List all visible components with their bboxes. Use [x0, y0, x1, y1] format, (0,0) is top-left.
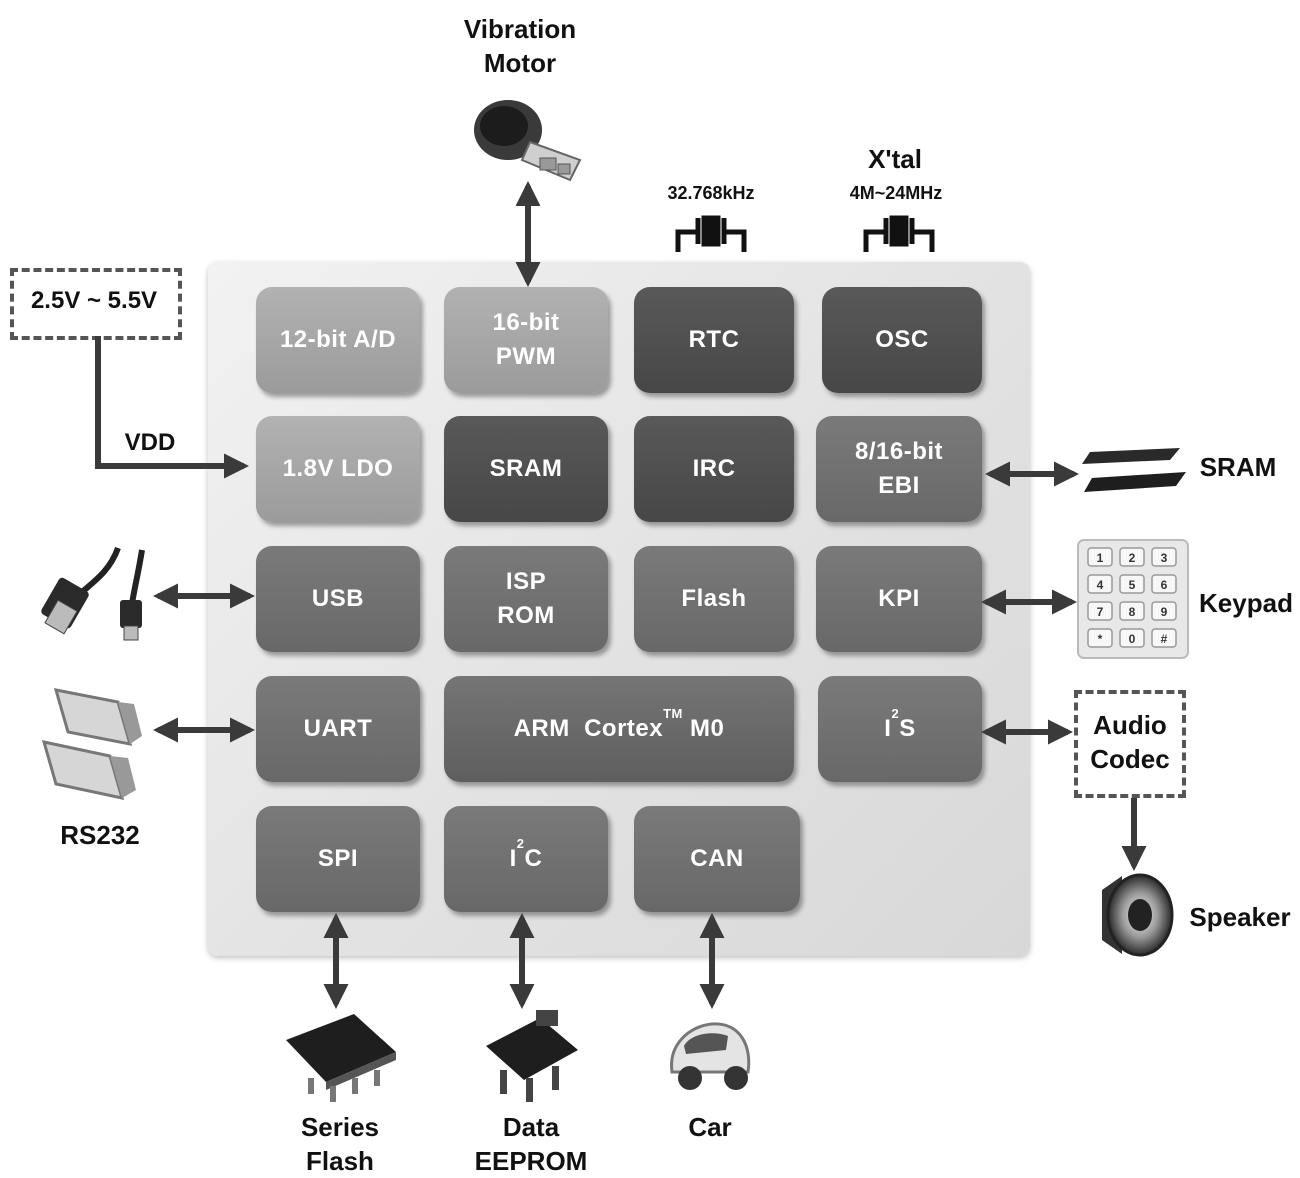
audio-codec-label-line2: Codec	[1090, 744, 1170, 774]
can-label: CAN	[690, 845, 744, 872]
keypad-key-label: 4	[1097, 578, 1104, 592]
vibration-motor-icon	[474, 100, 582, 182]
rtc-label: RTC	[688, 326, 740, 353]
i2s-block: I2S	[818, 676, 982, 782]
keypad-key	[1151, 601, 1177, 621]
keypad-label: Keypad	[1199, 588, 1293, 618]
rs232-label: RS232	[60, 820, 140, 850]
isp-label-line2: ROM	[497, 602, 555, 629]
keypad-key	[1119, 628, 1145, 648]
uart-label: UART	[303, 715, 373, 742]
pwm-label-line1: 16-bit	[492, 309, 560, 336]
pwm-label-line2: PWM	[495, 343, 557, 370]
keypad-key-label: 9	[1161, 605, 1168, 619]
eeprom-chip-icon	[486, 1010, 578, 1102]
keypad-key	[1151, 574, 1177, 594]
isp-rom-block: ISP ROM	[444, 546, 608, 652]
audio-codec-box	[1074, 690, 1186, 798]
xtal-title: X'tal	[868, 144, 922, 174]
keypad-key-label: 2	[1129, 551, 1136, 565]
irc-block: IRC	[634, 416, 794, 522]
ebi-label-line2: EBI	[878, 472, 920, 499]
can-block: CAN	[634, 806, 800, 912]
keypad-key-label: #	[1161, 632, 1168, 646]
keypad-key	[1119, 574, 1145, 594]
flash-block: Flash	[634, 546, 794, 652]
speaker-icon	[1102, 873, 1174, 957]
rtc-crystal-frequency: 32.768kHz	[667, 183, 755, 203]
voltage-range-label: 2.5V ~ 5.5V	[30, 287, 158, 314]
flash-label: Flash	[681, 585, 747, 612]
series-flash-label-line1: Series	[300, 1112, 380, 1142]
keypad-key-label: 8	[1129, 605, 1136, 619]
audio-codec-label-line1: Audio	[1093, 710, 1167, 740]
cpu-label: ARM CortexTM M0	[513, 706, 725, 742]
adc-label: 12-bit A/D	[279, 326, 397, 353]
uart-block: UART	[256, 676, 420, 782]
keypad-key	[1151, 628, 1177, 648]
series-flash-chip-icon	[286, 1014, 396, 1102]
keypad-key-label: 5	[1129, 578, 1136, 592]
xtal-frequency: 4M~24MHz	[849, 183, 943, 203]
keypad-key-label: 6	[1161, 578, 1168, 592]
keypad-key-label: 1	[1097, 551, 1104, 565]
car-icon	[670, 1022, 751, 1090]
keypad-key	[1087, 601, 1113, 621]
usb-block: USB	[256, 546, 420, 652]
keypad-icon: 1 2 3 4 5 6 7 8 9 * 0 #	[1077, 539, 1189, 659]
keypad-key-label: *	[1098, 632, 1103, 646]
spi-block: SPI	[256, 806, 420, 912]
vdd-arrow	[95, 336, 250, 479]
keypad-key	[1087, 574, 1113, 594]
kpi-label: KPI	[878, 585, 920, 612]
usb-label: USB	[311, 585, 365, 612]
ldo-label: 1.8V LDO	[282, 455, 394, 482]
data-eeprom-label-line1: Data	[502, 1112, 560, 1142]
xtal-crystal-icon	[863, 215, 935, 252]
isp-label-line1: ISP	[505, 568, 547, 595]
sram-label: SRAM	[489, 455, 563, 482]
data-eeprom-label-line2: EEPROM	[474, 1146, 588, 1176]
vibration-motor-label-line1: Vibration	[463, 14, 577, 44]
spi-label: SPI	[317, 845, 359, 872]
vdd-label: VDD	[124, 429, 176, 456]
ebi-label-line1: 8/16-bit	[854, 438, 944, 465]
irc-label: IRC	[692, 455, 736, 482]
osc-block: OSC	[822, 287, 982, 393]
usb-cable-icon	[41, 546, 145, 641]
cpu-block: ARM CortexTM M0	[444, 676, 794, 782]
voltage-range-box	[10, 268, 182, 340]
keypad-key	[1119, 601, 1145, 621]
sram-block: SRAM	[444, 416, 608, 522]
keypad-key-label: 7	[1097, 605, 1104, 619]
rs232-connector-icon	[41, 688, 142, 800]
ldo-block: 1.8V LDO	[256, 416, 420, 522]
sram-chip-icon	[1082, 448, 1186, 492]
speaker-label: Speaker	[1189, 902, 1291, 932]
osc-label: OSC	[875, 326, 929, 353]
i2c-block: I2C	[444, 806, 608, 912]
rtc-block: RTC	[634, 287, 794, 393]
sram-external-label: SRAM	[1199, 452, 1277, 482]
series-flash-label-line2: Flash	[306, 1146, 374, 1176]
i2c-label: I2C	[509, 836, 543, 872]
rtc-crystal-icon	[675, 215, 747, 252]
i2s-label: I2S	[884, 706, 916, 742]
keypad-key	[1119, 547, 1145, 567]
keypad-key	[1087, 628, 1113, 648]
kpi-block: KPI	[816, 546, 982, 652]
keypad-key-label: 0	[1129, 632, 1136, 646]
keypad-key	[1151, 547, 1177, 567]
keypad-key-label: 3	[1161, 551, 1168, 565]
car-label: Car	[688, 1112, 732, 1142]
vibration-motor-label-line2: Motor	[483, 48, 557, 78]
keypad-key	[1087, 547, 1113, 567]
adc-block: 12-bit A/D	[256, 287, 420, 393]
